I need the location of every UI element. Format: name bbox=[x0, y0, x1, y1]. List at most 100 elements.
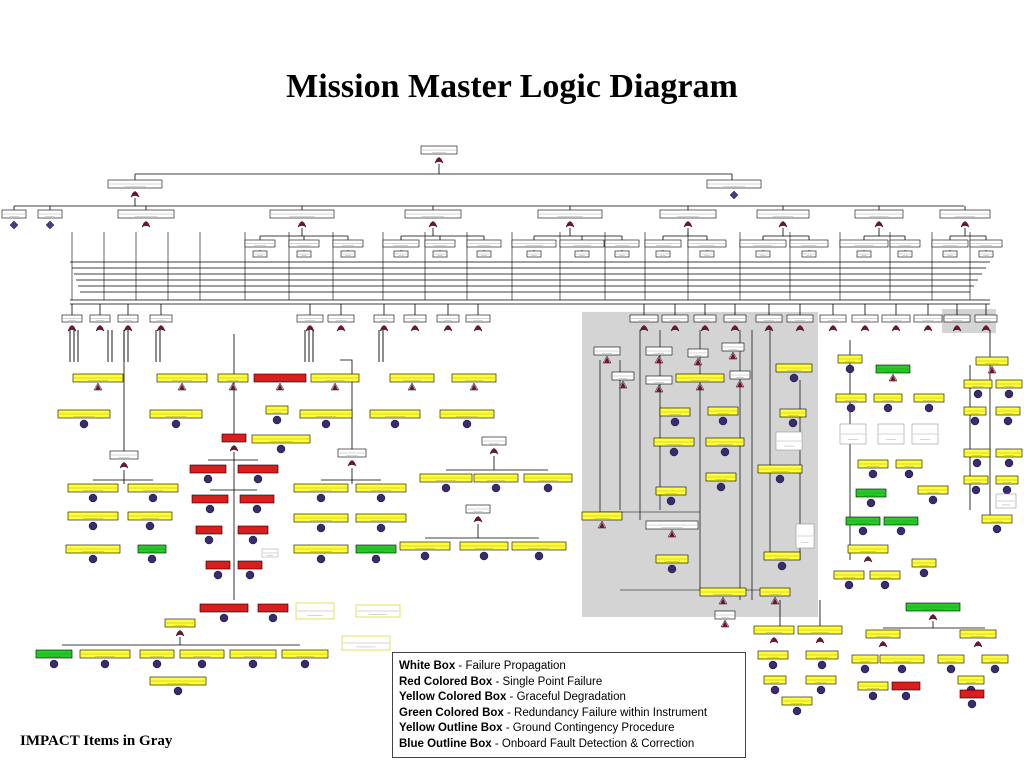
or-gate-icon bbox=[119, 462, 129, 469]
transfer-triangle-fill bbox=[669, 531, 675, 537]
diamond-event-icon bbox=[45, 220, 55, 230]
basic-event-circle-icon bbox=[316, 554, 326, 564]
basic-event-circle-icon bbox=[213, 570, 223, 580]
legend-item-yellow: Yellow Colored Box - Graceful Degradatio… bbox=[399, 691, 626, 704]
or-gate-icon bbox=[795, 325, 805, 332]
or-gate-icon bbox=[347, 460, 357, 467]
or-gate-icon bbox=[229, 445, 239, 452]
diamond-event-icon bbox=[729, 190, 739, 200]
or-gate-icon bbox=[891, 325, 901, 332]
basic-event-circle-icon bbox=[371, 554, 381, 564]
basic-event-circle-icon bbox=[919, 568, 929, 578]
transfer-triangle-fill bbox=[409, 384, 415, 390]
transfer-triangle-fill bbox=[277, 384, 283, 390]
basic-event-circle-icon bbox=[716, 482, 726, 492]
transfer-triangle-fill bbox=[471, 384, 477, 390]
or-gate-icon bbox=[952, 325, 962, 332]
basic-event-circle-icon bbox=[248, 535, 258, 545]
basic-event-circle-icon bbox=[420, 551, 430, 561]
transfer-triangle-fill bbox=[722, 621, 728, 627]
or-gate-icon bbox=[379, 325, 389, 332]
basic-event-circle-icon bbox=[321, 419, 331, 429]
basic-event-circle-icon bbox=[928, 495, 938, 505]
basic-event-circle-icon bbox=[846, 403, 856, 413]
diagram-nodes bbox=[1, 145, 1023, 716]
basic-event-circle-icon bbox=[667, 564, 677, 574]
basic-event-circle-icon bbox=[775, 474, 785, 484]
or-gate-icon bbox=[67, 325, 77, 332]
connector-lines bbox=[13, 164, 991, 646]
basic-event-circle-icon bbox=[897, 664, 907, 674]
basic-event-circle-icon bbox=[197, 659, 207, 669]
or-gate-icon bbox=[141, 221, 151, 228]
basic-event-circle-icon bbox=[88, 521, 98, 531]
legend-item-yellow-outline: Yellow Outline Box - Ground Contingency … bbox=[399, 722, 675, 735]
page-title: Mission Master Logic Diagram bbox=[286, 68, 738, 105]
basic-event-circle-icon bbox=[376, 493, 386, 503]
impact-gray-regions bbox=[582, 309, 996, 617]
or-gate-icon bbox=[473, 516, 483, 523]
transfer-triangle-fill bbox=[656, 386, 662, 392]
basic-event-circle-icon bbox=[534, 551, 544, 561]
or-gate-icon bbox=[123, 325, 133, 332]
or-gate-icon bbox=[156, 325, 166, 332]
basic-event-circle-icon bbox=[901, 691, 911, 701]
or-gate-icon bbox=[639, 325, 649, 332]
or-gate-icon bbox=[828, 325, 838, 332]
basic-event-circle-icon bbox=[147, 554, 157, 564]
basic-event-circle-icon bbox=[924, 403, 934, 413]
basic-event-circle-icon bbox=[276, 444, 286, 454]
basic-event-circle-icon bbox=[152, 659, 162, 669]
or-gate-icon bbox=[973, 641, 983, 648]
basic-event-circle-icon bbox=[376, 523, 386, 533]
or-gate-icon bbox=[489, 448, 499, 455]
legend-item-red: Red Colored Box - Single Point Failure bbox=[399, 675, 603, 688]
basic-event-circle-icon bbox=[972, 458, 982, 468]
or-gate-icon bbox=[336, 325, 346, 332]
or-gate-icon bbox=[410, 325, 420, 332]
or-gate-icon bbox=[473, 325, 483, 332]
basic-event-circle-icon bbox=[441, 483, 451, 493]
basic-event-circle-icon bbox=[462, 419, 472, 429]
connector-line bbox=[340, 359, 353, 449]
basic-event-circle-icon bbox=[992, 524, 1002, 534]
transfer-triangle-fill bbox=[697, 384, 703, 390]
basic-event-circle-icon bbox=[768, 660, 778, 670]
or-gate-icon bbox=[700, 325, 710, 332]
basic-event-circle-icon bbox=[789, 373, 799, 383]
transfer-triangle-fill bbox=[720, 598, 726, 604]
basic-event-circle-icon bbox=[1002, 485, 1012, 495]
basic-event-circle-icon bbox=[844, 580, 854, 590]
basic-event-circle-icon bbox=[100, 659, 110, 669]
basic-event-circle-icon bbox=[860, 664, 870, 674]
transfer-triangle-fill bbox=[737, 381, 743, 387]
transfer-triangle-fill bbox=[599, 522, 605, 528]
or-gate-icon bbox=[428, 221, 438, 228]
or-gate-icon bbox=[565, 221, 575, 228]
basic-event-circle-icon bbox=[792, 706, 802, 716]
basic-event-circle-icon bbox=[205, 504, 215, 514]
transfer-triangle-fill bbox=[179, 384, 185, 390]
or-gate-icon bbox=[923, 325, 933, 332]
basic-event-circle-icon bbox=[272, 415, 282, 425]
basic-event-circle-icon bbox=[973, 389, 983, 399]
basic-event-circle-icon bbox=[479, 551, 489, 561]
basic-event-circle-icon bbox=[203, 474, 213, 484]
basic-event-circle-icon bbox=[253, 474, 263, 484]
legend-item-green: Green Colored Box - Redundancy Failure w… bbox=[399, 706, 708, 719]
basic-event-circle-icon bbox=[845, 364, 855, 374]
or-gate-icon bbox=[863, 556, 873, 563]
basic-event-circle-icon bbox=[79, 419, 89, 429]
basic-event-circle-icon bbox=[88, 493, 98, 503]
or-gate-icon bbox=[730, 325, 740, 332]
or-gate-icon bbox=[683, 221, 693, 228]
basic-event-circle-icon bbox=[896, 526, 906, 536]
basic-event-circle-icon bbox=[145, 521, 155, 531]
basic-event-circle-icon bbox=[316, 493, 326, 503]
transfer-triangle-fill bbox=[620, 382, 626, 388]
basic-event-circle-icon bbox=[967, 699, 977, 709]
basic-event-circle-icon bbox=[88, 554, 98, 564]
basic-event-circle-icon bbox=[720, 447, 730, 457]
basic-event-circle-icon bbox=[970, 416, 980, 426]
transfer-triangle-fill bbox=[332, 384, 338, 390]
